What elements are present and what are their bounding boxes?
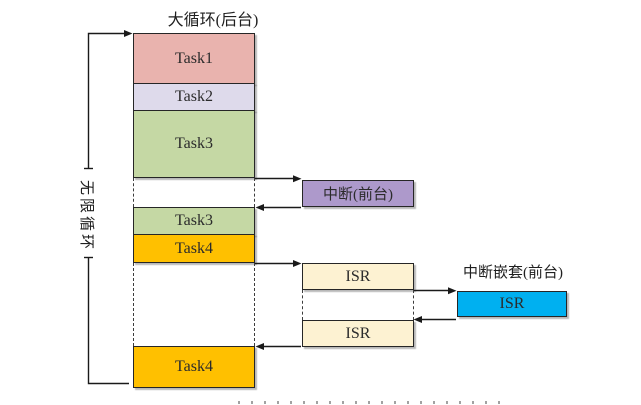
task3-resume-label: Task3 xyxy=(175,212,213,229)
isr-box-second: ISR xyxy=(302,320,414,347)
clipped-caption-remnant xyxy=(238,401,500,404)
nested-return-arrowhead-icon xyxy=(413,316,422,323)
isr-box-first: ISR xyxy=(302,263,414,290)
task-box-task4-second: Task4 xyxy=(133,346,255,388)
stack-gap2-right-dashed-line xyxy=(254,263,255,346)
interrupt-box: 中断(前台) xyxy=(302,180,414,207)
isr1-label: ISR xyxy=(345,267,371,285)
interrupt-return-arrowhead-icon xyxy=(255,204,264,211)
nested-isr-box: ISR xyxy=(457,291,567,317)
isr2-label: ISR xyxy=(345,324,371,342)
isr-return-arrowhead-icon xyxy=(255,343,264,350)
interrupt-label: 中断(前台) xyxy=(323,187,393,203)
infinite-loop-label: 无限循环 xyxy=(78,180,94,253)
task4-to-isr-arrowhead-icon xyxy=(293,260,302,267)
task-box-task3-second: Task3 xyxy=(133,207,255,235)
task-box-task1: Task1 xyxy=(133,33,255,84)
task3-to-interrupt-arrowhead-icon xyxy=(293,175,302,183)
loop-line-upper xyxy=(87,32,124,168)
nested-isr-label: ISR xyxy=(499,295,525,312)
big-loop-title: 大循环(后台) xyxy=(167,12,259,29)
task4-resume-label: Task4 xyxy=(175,358,213,375)
nested-interrupt-title: 中断嵌套(前台) xyxy=(463,265,563,281)
stack-gap1-right-dashed-line xyxy=(254,178,255,207)
task3-label: Task3 xyxy=(175,135,213,152)
task-box-task2: Task2 xyxy=(133,83,255,111)
task1-label: Task1 xyxy=(175,49,213,67)
isr-to-nested-arrowhead-icon xyxy=(448,287,457,295)
task2-label: Task2 xyxy=(175,88,213,105)
task-box-task4-first: Task4 xyxy=(133,234,255,263)
stack-gap2-left-dashed-line xyxy=(133,263,134,346)
stack-gap1-left-dashed-line xyxy=(133,178,134,207)
task4-label: Task4 xyxy=(175,239,213,257)
isr-gap-right-dashed-line xyxy=(413,290,414,320)
loop-line-lower xyxy=(87,258,129,385)
loop-arrowhead-icon xyxy=(124,30,133,37)
task-box-task3-first: Task3 xyxy=(133,110,255,178)
isr-gap-left-dashed-line xyxy=(302,290,303,320)
